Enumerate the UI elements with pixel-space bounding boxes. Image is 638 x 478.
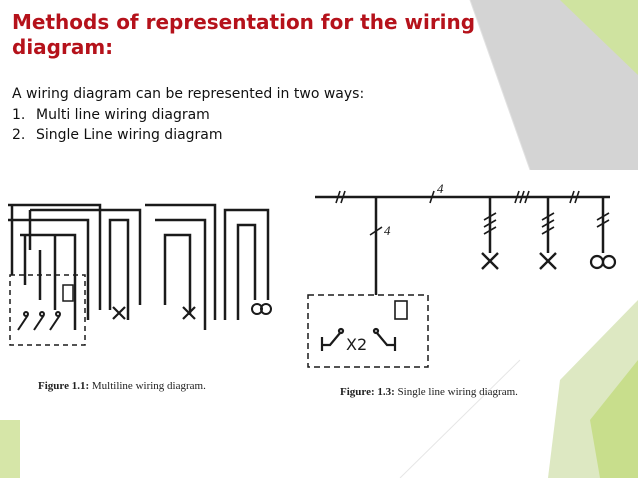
- caption-label: Figure 1.1:: [38, 380, 90, 392]
- wire: [163, 233, 192, 315]
- list-item-text: Single Line wiring diagram: [36, 127, 223, 143]
- list-item-text: Multi line wiring diagram: [36, 107, 210, 123]
- wire: [8, 203, 102, 310]
- wire-count-ticks: [335, 190, 610, 236]
- caption-text: Single line wiring diagram.: [397, 386, 518, 398]
- list-item: 1. Multi line wiring diagram: [12, 105, 223, 125]
- wire: [223, 208, 270, 320]
- lamp-icons: [481, 252, 557, 270]
- list-number: 2.: [12, 127, 26, 143]
- green-bottom-accent: [590, 360, 638, 478]
- wire: [155, 218, 207, 330]
- intro-text: A wiring diagram can be represented in t…: [12, 86, 365, 102]
- methods-list: 1. Multi line wiring diagram 2. Single Lin…: [12, 105, 223, 145]
- decor-line: [469, 0, 531, 171]
- caption-label: Figure: 1.3:: [340, 386, 395, 398]
- wire: [8, 218, 90, 320]
- list-number: 1.: [12, 107, 26, 123]
- wire-count-label: 4: [384, 223, 391, 238]
- single-line-wiring-diagram: 4 4 X2: [307, 181, 617, 368]
- grey-corner-shape: [470, 0, 638, 170]
- decor-line-bottom: [399, 359, 521, 478]
- wire: [10, 205, 57, 310]
- wire: [28, 208, 142, 305]
- wire: [145, 203, 217, 320]
- switch-icons: [320, 327, 397, 351]
- fuse-icon: [394, 300, 408, 320]
- green-left-accent: [0, 420, 20, 478]
- list-item: 2. Single Line wiring diagram: [12, 125, 223, 145]
- figure-caption-single-line: Figure: 1.3: Single line wiring diagram.: [340, 386, 518, 398]
- switch-count-label: X2: [346, 335, 367, 354]
- wire: [236, 223, 257, 320]
- caption-text: Multiline wiring diagram.: [91, 380, 206, 392]
- slide-title: Methods of representation for the wiring…: [12, 10, 476, 59]
- wire-count-label: 4: [437, 181, 444, 196]
- lamp-icons: [112, 306, 196, 320]
- switch-icons: [17, 311, 61, 331]
- multiline-wiring-diagram: [8, 203, 272, 346]
- socket-icon: [251, 303, 272, 315]
- wire: [20, 233, 77, 330]
- fuse-icon: [62, 284, 74, 302]
- socket-icon: [589, 254, 617, 270]
- switch-box: [307, 294, 429, 368]
- wire: [108, 218, 130, 320]
- green-corner-shape: [560, 0, 638, 75]
- figure-caption-multiline: Figure 1.1: Multiline wiring diagram.: [38, 380, 206, 392]
- switch-box: [9, 274, 86, 346]
